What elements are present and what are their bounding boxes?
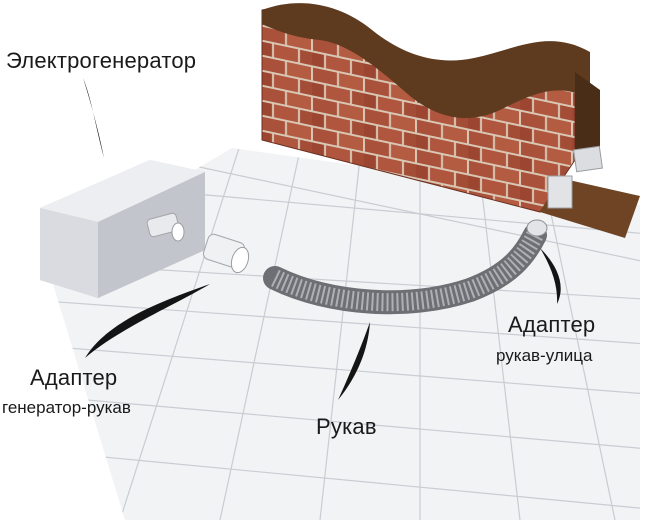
label-adapter-right-title: Адаптер <box>508 312 596 337</box>
pointer-generator <box>83 78 104 158</box>
adapter-generator-hose <box>202 233 250 274</box>
pointer-adapter-right <box>540 248 561 304</box>
pointer-arrows <box>83 78 561 400</box>
electric-generator <box>40 160 205 298</box>
wall-outlet <box>547 145 603 209</box>
label-adapter-right-sub: рукав-улица <box>496 346 593 365</box>
label-adapter-left-sub: генератор-рукав <box>2 398 131 417</box>
label-adapter-left-title: Адаптер <box>30 365 118 390</box>
label-hose: Рукав <box>316 414 377 439</box>
floor-tiles <box>45 148 640 520</box>
label-generator: Электрогенератор <box>6 48 197 73</box>
corrugated-hose <box>263 219 548 315</box>
